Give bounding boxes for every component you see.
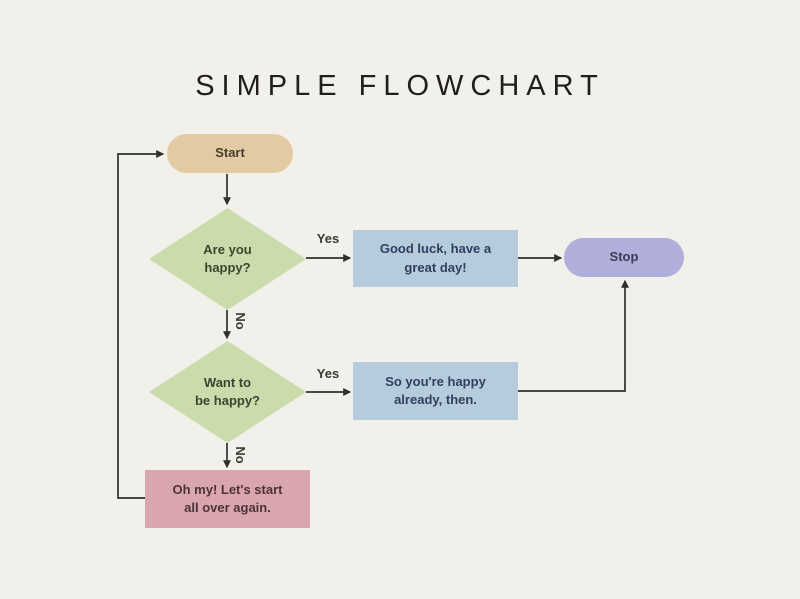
edge-label-q1-no: No xyxy=(233,312,248,330)
page-title: SIMPLE FLOWCHART xyxy=(195,70,605,102)
node-start-over: Oh my! Let's start all over again. xyxy=(145,470,310,528)
node-start: Start xyxy=(167,134,293,173)
edge-label-q1-yes: Yes xyxy=(316,231,340,246)
node-stop: Stop xyxy=(564,238,684,277)
node-good-luck: Good luck, have a great day! xyxy=(353,230,518,287)
edge-label-q2-yes: Yes xyxy=(316,366,340,381)
edge-label-q2-no: No xyxy=(233,446,248,464)
edge-rect2-to-stop xyxy=(518,279,629,392)
edge-loop-back-to-start xyxy=(117,150,165,499)
node-already-happy: So you're happy already, then. xyxy=(353,362,518,420)
